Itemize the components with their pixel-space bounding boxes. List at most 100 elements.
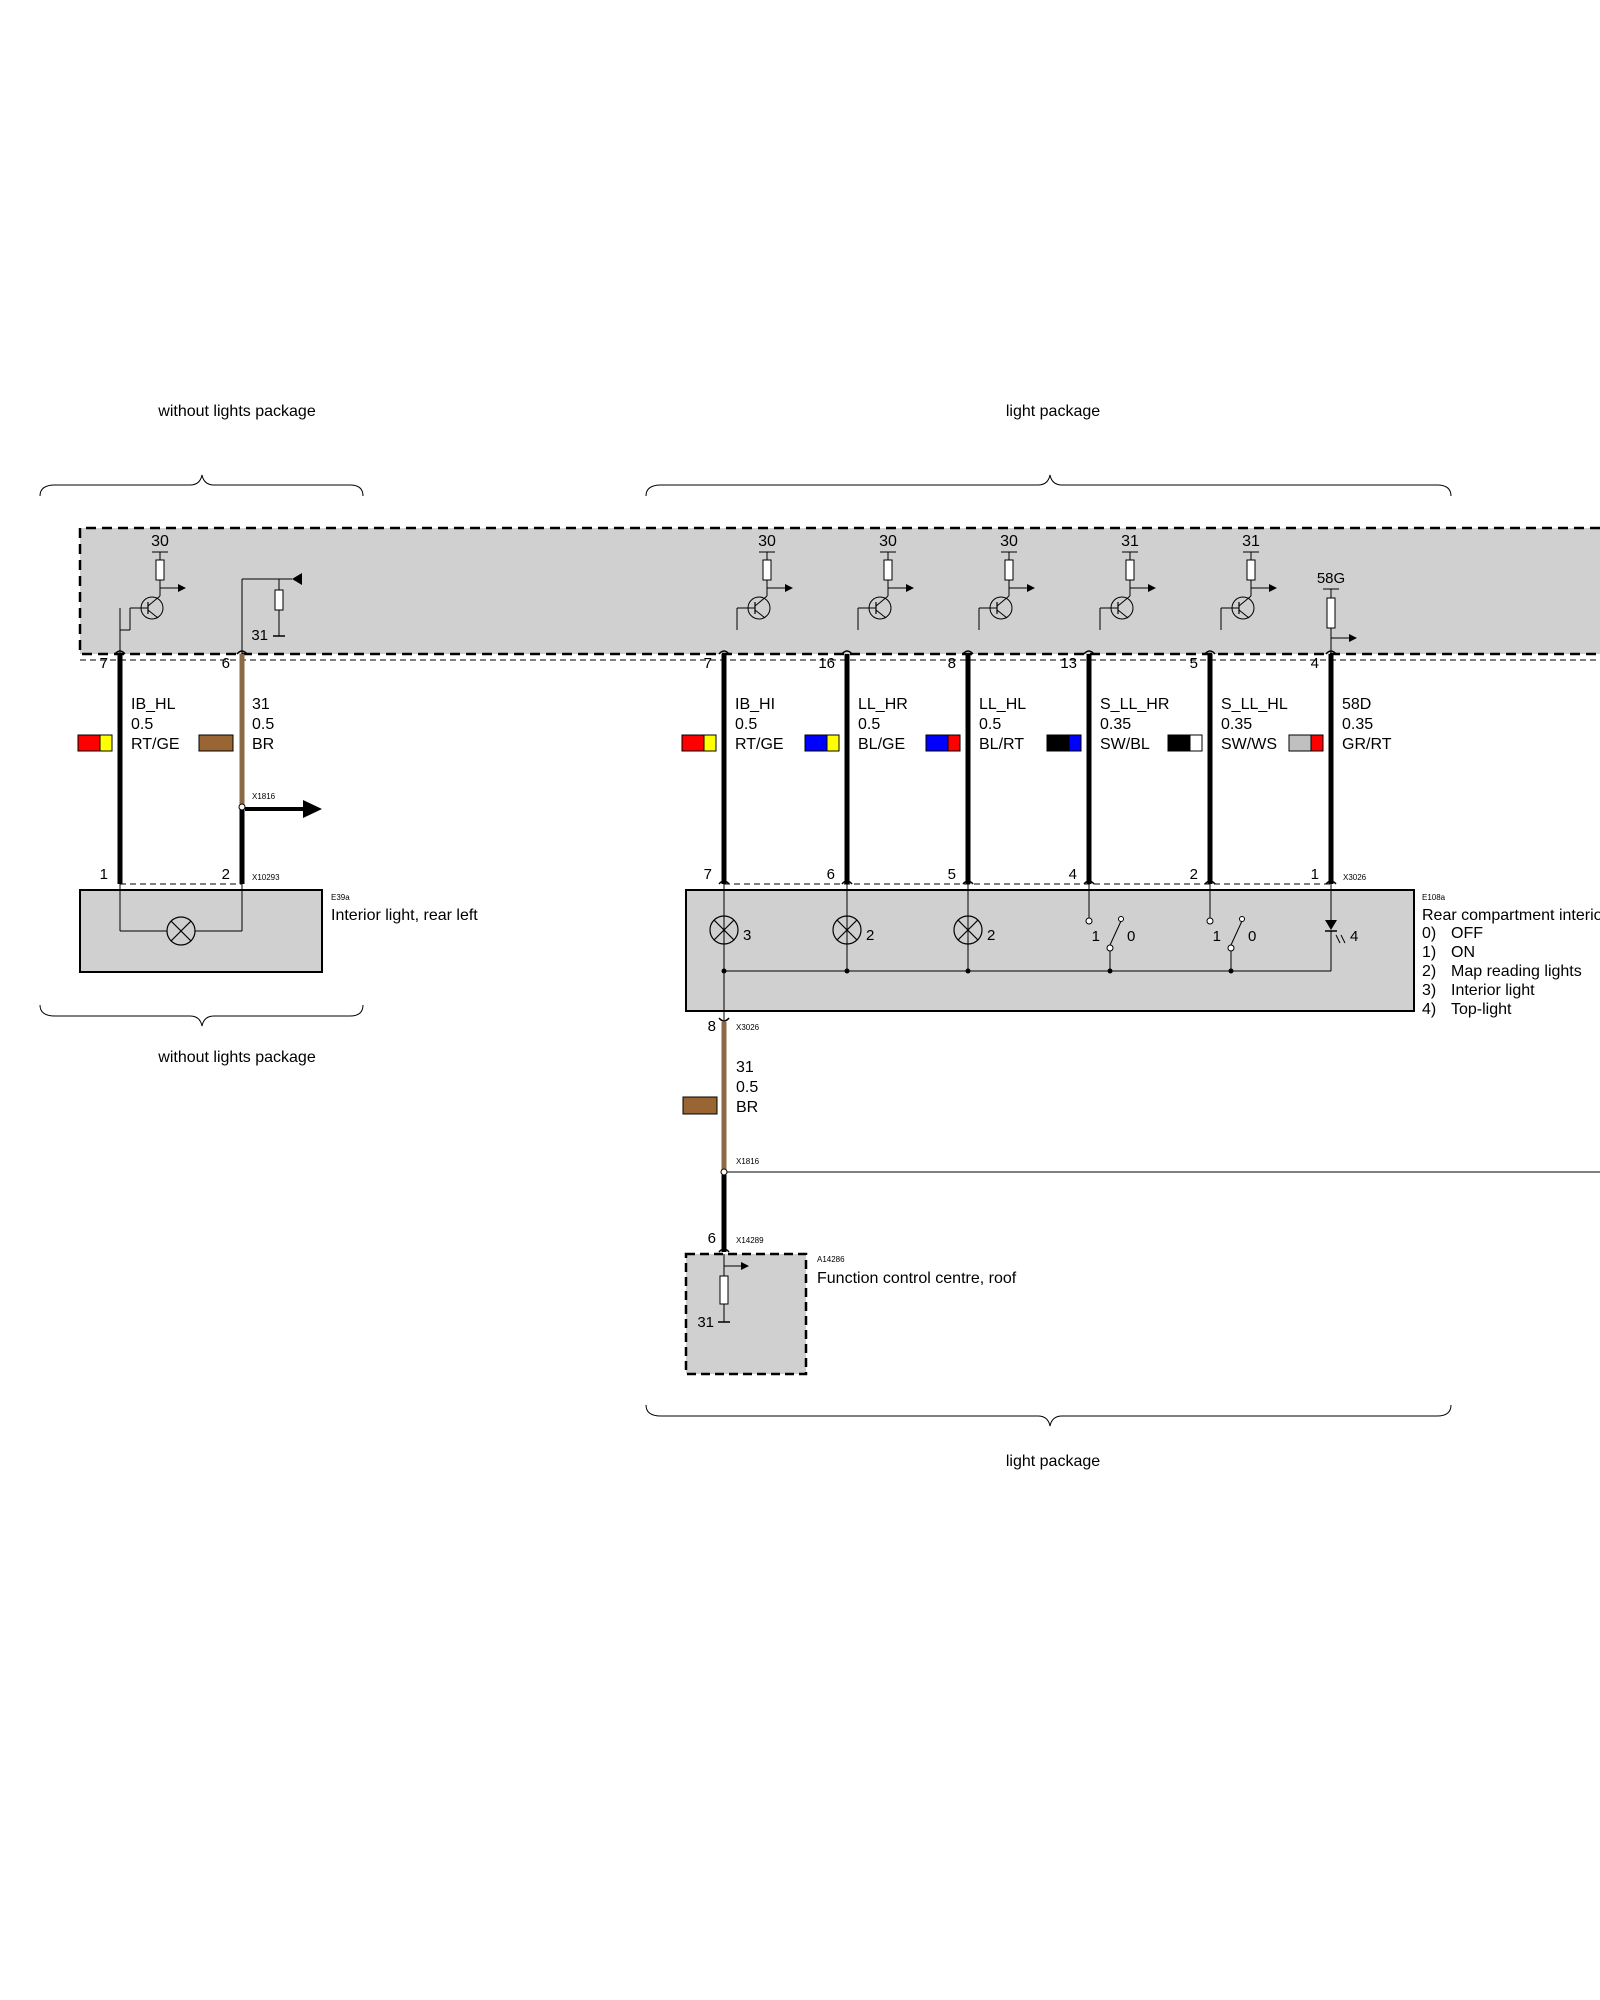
e108a-code: E108a — [1422, 893, 1446, 902]
wire-color-label: SW/WS — [1221, 736, 1277, 753]
a14286-code: A14286 — [817, 1255, 845, 1264]
pin-bottom-label: 2 — [1190, 866, 1198, 883]
e39a-name: Interior light, rear left — [331, 907, 478, 924]
a14286-name: Function control centre, roof — [817, 1270, 1017, 1287]
color-swatch-secondary — [826, 734, 840, 752]
wire-top-connector — [841, 650, 853, 655]
wire-color-label: SW/BL — [1100, 736, 1150, 753]
wire-top-connector — [1083, 650, 1095, 655]
color-swatch-primary — [1288, 734, 1312, 752]
wire-gauge-label: 0.5 — [979, 716, 1001, 733]
wire-31-br: 6 31 0.5 BR X1816 2 X10293 — [198, 650, 322, 884]
svg-text:31: 31 — [697, 1314, 714, 1331]
svg-text:X1816: X1816 — [736, 1157, 760, 1166]
color-swatch-secondary — [1068, 734, 1082, 752]
color-swatch-secondary — [947, 734, 961, 752]
bracket-label-bottom-right: light package — [1006, 1453, 1100, 1470]
wire-color-label: BL/RT — [979, 736, 1024, 753]
color-swatch-secondary — [1310, 734, 1324, 752]
supply-30-left: 30 — [119, 533, 187, 654]
wire-color-label: BL/GE — [858, 736, 905, 753]
bracket-top-left — [39, 474, 364, 497]
wire-signal-label: S_LL_HR — [1100, 696, 1169, 713]
connector-x3026-top: X3026 — [1343, 873, 1367, 882]
function-control-centre-roof: 31 — [684, 1252, 808, 1376]
wire-gauge-label: 0.35 — [1100, 716, 1131, 733]
svg-text:4): 4) — [1422, 1001, 1436, 1018]
svg-text:30: 30 — [879, 533, 897, 550]
color-swatch-primary — [1167, 734, 1191, 752]
wire-signal-label: S_LL_HL — [1221, 696, 1288, 713]
svg-text:30: 30 — [758, 533, 776, 550]
control-unit-border — [78, 526, 1600, 656]
control-unit-box — [80, 528, 1600, 654]
color-swatch-secondary — [1189, 734, 1203, 752]
svg-text:4: 4 — [1350, 928, 1358, 945]
wire-bottom-connector — [1083, 880, 1095, 885]
supply-ll-hr: 30 — [857, 533, 915, 631]
svg-text:31: 31 — [251, 627, 268, 644]
svg-text:RT/GE: RT/GE — [131, 736, 180, 753]
svg-text:30: 30 — [151, 533, 169, 550]
pin-bottom-label: 1 — [1311, 866, 1319, 883]
svg-text:X10293: X10293 — [252, 873, 280, 882]
svg-text:ON: ON — [1451, 944, 1475, 961]
bracket-top-right — [645, 474, 1452, 497]
supply-58g: 58G — [1317, 570, 1357, 654]
pin-top-label: 4 — [1311, 655, 1319, 672]
svg-text:31: 31 — [1121, 533, 1139, 550]
svg-text:3: 3 — [743, 927, 751, 944]
wire-gauge-label: 0.35 — [1342, 716, 1373, 733]
pin-top-label: 16 — [818, 655, 835, 672]
bracket-label-top-right: light package — [1006, 403, 1100, 420]
wire-signal-label: 58D — [1342, 696, 1371, 713]
svg-text:IB_HL: IB_HL — [131, 696, 176, 713]
wire-top-connector — [1204, 650, 1216, 655]
color-swatch-secondary — [703, 734, 717, 752]
svg-text:7: 7 — [100, 655, 108, 672]
svg-text:Top-light: Top-light — [1451, 1001, 1512, 1018]
switch-icon: 1 0 — [1206, 884, 1256, 974]
wire-signal-label: LL_HL — [979, 696, 1026, 713]
wire-color-label: GR/RT — [1342, 736, 1392, 753]
wire-top-connector — [718, 650, 730, 655]
svg-text:2: 2 — [222, 866, 230, 883]
color-swatch-primary — [804, 734, 828, 752]
supply-ll-hl: 30 — [978, 533, 1036, 631]
svg-text:58G: 58G — [1317, 570, 1345, 587]
svg-text:1: 1 — [100, 866, 108, 883]
wire-top-connector — [1325, 650, 1337, 655]
svg-text:8: 8 — [708, 1018, 716, 1035]
interior-light-rear-left — [79, 884, 323, 973]
pin-bottom-label: 7 — [704, 866, 712, 883]
svg-text:2: 2 — [987, 927, 995, 944]
wire-gauge-label: 0.35 — [1221, 716, 1252, 733]
supply-s-ll-hr: 31 — [1099, 533, 1157, 631]
svg-text:OFF: OFF — [1451, 925, 1483, 942]
pin-bottom-label: 5 — [948, 866, 956, 883]
wire-bottom-connector — [1204, 880, 1216, 885]
switch-icon: 1 0 — [1085, 884, 1135, 974]
wire-top-connector — [962, 650, 974, 655]
e108a-legend: 0) OFF 1) ON 2) Map reading lights 3) In… — [1422, 925, 1582, 1018]
pin-top-label: 7 — [704, 655, 712, 672]
pin-bottom-label: 6 — [827, 866, 835, 883]
svg-text:BR: BR — [252, 736, 274, 753]
led-icon: 4 — [1325, 884, 1358, 971]
right-wire-group: 77IB_HI0.5RT/GE166LL_HR0.5BL/GE85LL_HL0.… — [681, 650, 1392, 885]
ground-wire-31: 8 X3026 31 0.5 BR X1816 6 X14289 — [682, 1017, 1600, 1253]
svg-text:31: 31 — [736, 1059, 754, 1076]
svg-text:6: 6 — [708, 1230, 716, 1247]
svg-text:1: 1 — [1092, 928, 1100, 945]
svg-text:0: 0 — [1248, 928, 1256, 945]
wire-ib-hl: 7 IB_HL 0.5 RT/GE 1 — [77, 650, 180, 884]
wire-signal-label: IB_HI — [735, 696, 775, 713]
svg-text:1: 1 — [1213, 928, 1221, 945]
pin-top-label: 5 — [1190, 655, 1198, 672]
supply-s-ll-hl: 31 — [1220, 533, 1278, 631]
bracket-bottom-left — [39, 1004, 364, 1027]
svg-text:Interior light: Interior light — [1451, 982, 1535, 999]
wire-gauge-label: 0.5 — [735, 716, 757, 733]
bracket-label-bottom-left: without lights package — [157, 1049, 316, 1066]
rear-compartment-interior-light: 3 2 2 1 0 1 0 — [685, 884, 1415, 1020]
